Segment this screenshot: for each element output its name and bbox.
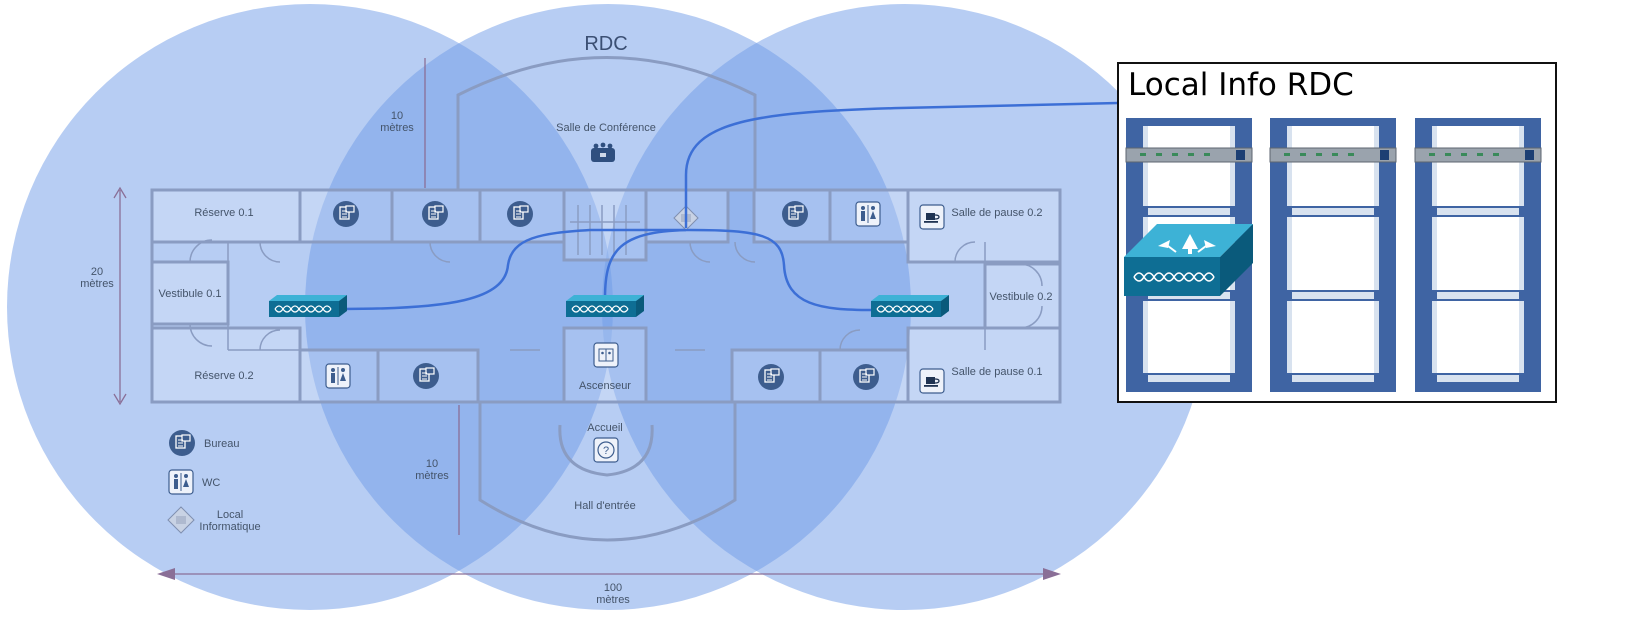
legend-bureau: Bureau	[204, 438, 239, 450]
coffee-icon	[919, 368, 945, 394]
office-icon	[421, 200, 449, 228]
switch-icon[interactable]	[870, 294, 950, 318]
office-icon	[168, 429, 196, 457]
cable-right-switch	[689, 228, 873, 312]
legend-local-line2: Informatique	[199, 521, 260, 533]
label-pause-02: Salle de pause 0.2	[951, 207, 1042, 219]
rack-2[interactable]	[1269, 117, 1397, 393]
legend-local-line1: Local	[217, 509, 243, 521]
dimension-top-unit: mètres	[380, 122, 414, 134]
switch-icon[interactable]	[565, 294, 645, 318]
dimension-width-unit: mètres	[596, 594, 630, 606]
floor-plan	[150, 56, 1062, 542]
label-vestibule-01: Vestibule 0.1	[159, 288, 222, 300]
dimension-lines	[113, 58, 1061, 580]
room-pause-01	[906, 326, 1062, 404]
svg-text:?: ?	[603, 445, 609, 457]
legend-wc: WC	[202, 477, 220, 489]
room-staircase	[562, 188, 648, 262]
entrance-hall-wall	[478, 402, 737, 542]
switch-icon[interactable]	[268, 294, 348, 318]
coffee-icon	[919, 204, 945, 230]
cable-uplink	[684, 101, 1119, 228]
dimension-left-unit: mètres	[80, 278, 114, 290]
label-vestibule-02: Vestibule 0.2	[990, 291, 1053, 303]
wc-icon	[168, 469, 194, 495]
label-reserve-02: Réserve 0.2	[194, 370, 253, 382]
wc-icon	[325, 363, 351, 389]
label-pause-01: Salle de pause 0.1	[951, 366, 1042, 378]
office-icon	[757, 363, 785, 391]
dimension-top-value: 10	[391, 110, 403, 122]
network-cables	[341, 101, 1119, 312]
conference-icon	[591, 142, 615, 162]
dimension-bottom-value: 10	[426, 458, 438, 470]
dimension-left-value: 20	[91, 266, 103, 278]
router-icon[interactable]	[1124, 224, 1253, 296]
legend: Bureau WC Local Informatique	[167, 429, 261, 534]
cable-center-switch	[603, 228, 687, 299]
dimension-bottom-unit: mètres	[415, 470, 449, 482]
rack-3[interactable]	[1414, 117, 1542, 393]
label-elevator: Ascenseur	[579, 380, 631, 392]
conference-room-wall	[456, 56, 757, 190]
dimension-width-value: 100	[604, 582, 622, 594]
room-reserve-02	[150, 326, 302, 404]
server-room-icon	[167, 506, 195, 534]
panel-title: Local Info RDC	[1128, 67, 1354, 103]
help-icon: ?	[593, 437, 619, 463]
wc-icon	[855, 201, 881, 227]
elevator-icon	[593, 342, 619, 368]
server-room-panel: Local Info RDC	[1117, 62, 1557, 403]
label-conference: Salle de Conférence	[556, 122, 656, 134]
office-icon	[852, 363, 880, 391]
room-wc-bottom	[298, 348, 380, 404]
floor-title: RDC	[584, 33, 627, 55]
label-hall: Hall d'entrée	[574, 500, 635, 512]
cable-left-switch	[341, 228, 690, 311]
label-reception: Accueil	[587, 422, 622, 434]
office-icon	[506, 200, 534, 228]
reception-desk	[558, 424, 654, 477]
office-icon	[332, 200, 360, 228]
label-reserve-01: Réserve 0.1	[194, 207, 253, 219]
office-icon	[781, 200, 809, 228]
room-icons: ?	[325, 142, 945, 463]
office-icon	[412, 362, 440, 390]
